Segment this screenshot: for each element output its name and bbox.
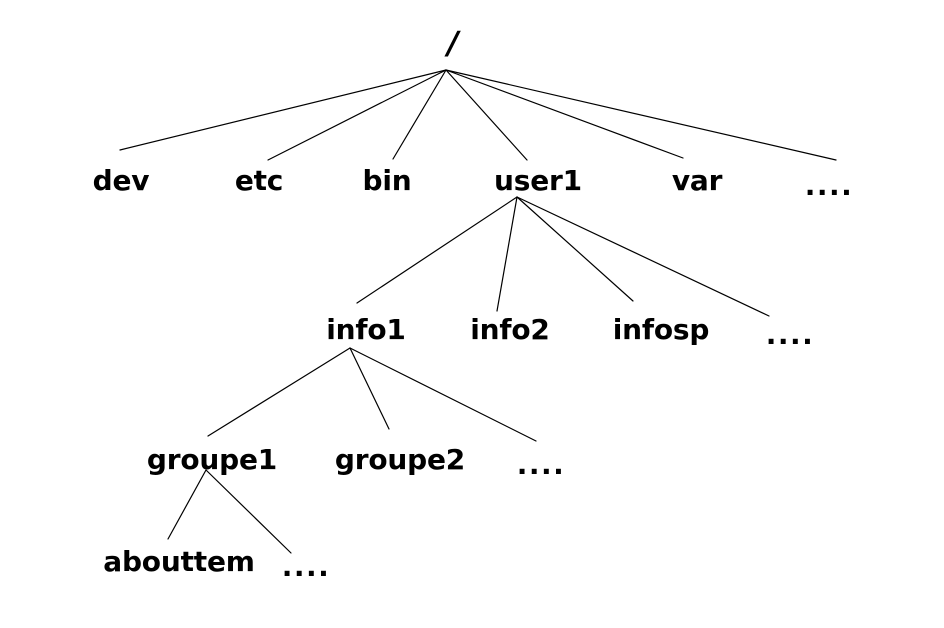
tree-node-var[interactable]: var: [671, 164, 723, 197]
tree-node-groupe1[interactable]: groupe1: [146, 443, 278, 476]
tree-edge-user1-to-info1: [356, 196, 518, 304]
tree-edge-user1-to-infosp: [516, 196, 634, 302]
tree-node-dev[interactable]: dev: [92, 164, 150, 197]
tree-edge-root-to-var: [445, 69, 684, 159]
tree-edge-info1-to-more3: [349, 347, 537, 442]
tree-node-user1[interactable]: user1: [494, 164, 582, 197]
tree-node-groupe2[interactable]: groupe2: [334, 443, 466, 476]
tree-edge-user1-to-more2: [516, 196, 770, 317]
tree-node-etc[interactable]: etc: [234, 164, 284, 197]
tree-edge-root-to-user1: [445, 69, 528, 161]
tree-edge-info1-to-groupe2: [349, 347, 390, 430]
tree-node-more3[interactable]: ....: [516, 448, 566, 481]
tree-node-more1[interactable]: ....: [804, 169, 854, 202]
tree-edge-groupe1-to-more4: [205, 469, 292, 554]
tree-edges: [119, 69, 837, 554]
tree-node-bin[interactable]: bin: [362, 164, 412, 197]
tree-edge-root-to-etc: [267, 69, 447, 161]
tree-edge-user1-to-info2: [496, 196, 518, 312]
tree-edge-groupe1-to-abouttem: [167, 469, 207, 540]
tree-edge-root-to-more1: [445, 69, 837, 161]
tree-edge-info1-to-groupe1: [207, 347, 351, 437]
tree-edge-root-to-dev: [119, 69, 447, 151]
tree-node-more2[interactable]: ....: [765, 318, 815, 351]
tree-node-more4[interactable]: ....: [281, 550, 331, 583]
tree-node-info1[interactable]: info1: [326, 313, 406, 346]
tree-node-infosp[interactable]: infosp: [612, 313, 710, 346]
tree-edge-root-to-bin: [392, 69, 447, 160]
tree-node-abouttem[interactable]: abouttem: [103, 545, 255, 578]
tree-node-info2[interactable]: info2: [470, 313, 550, 346]
tree-node-root[interactable]: /: [447, 25, 459, 62]
